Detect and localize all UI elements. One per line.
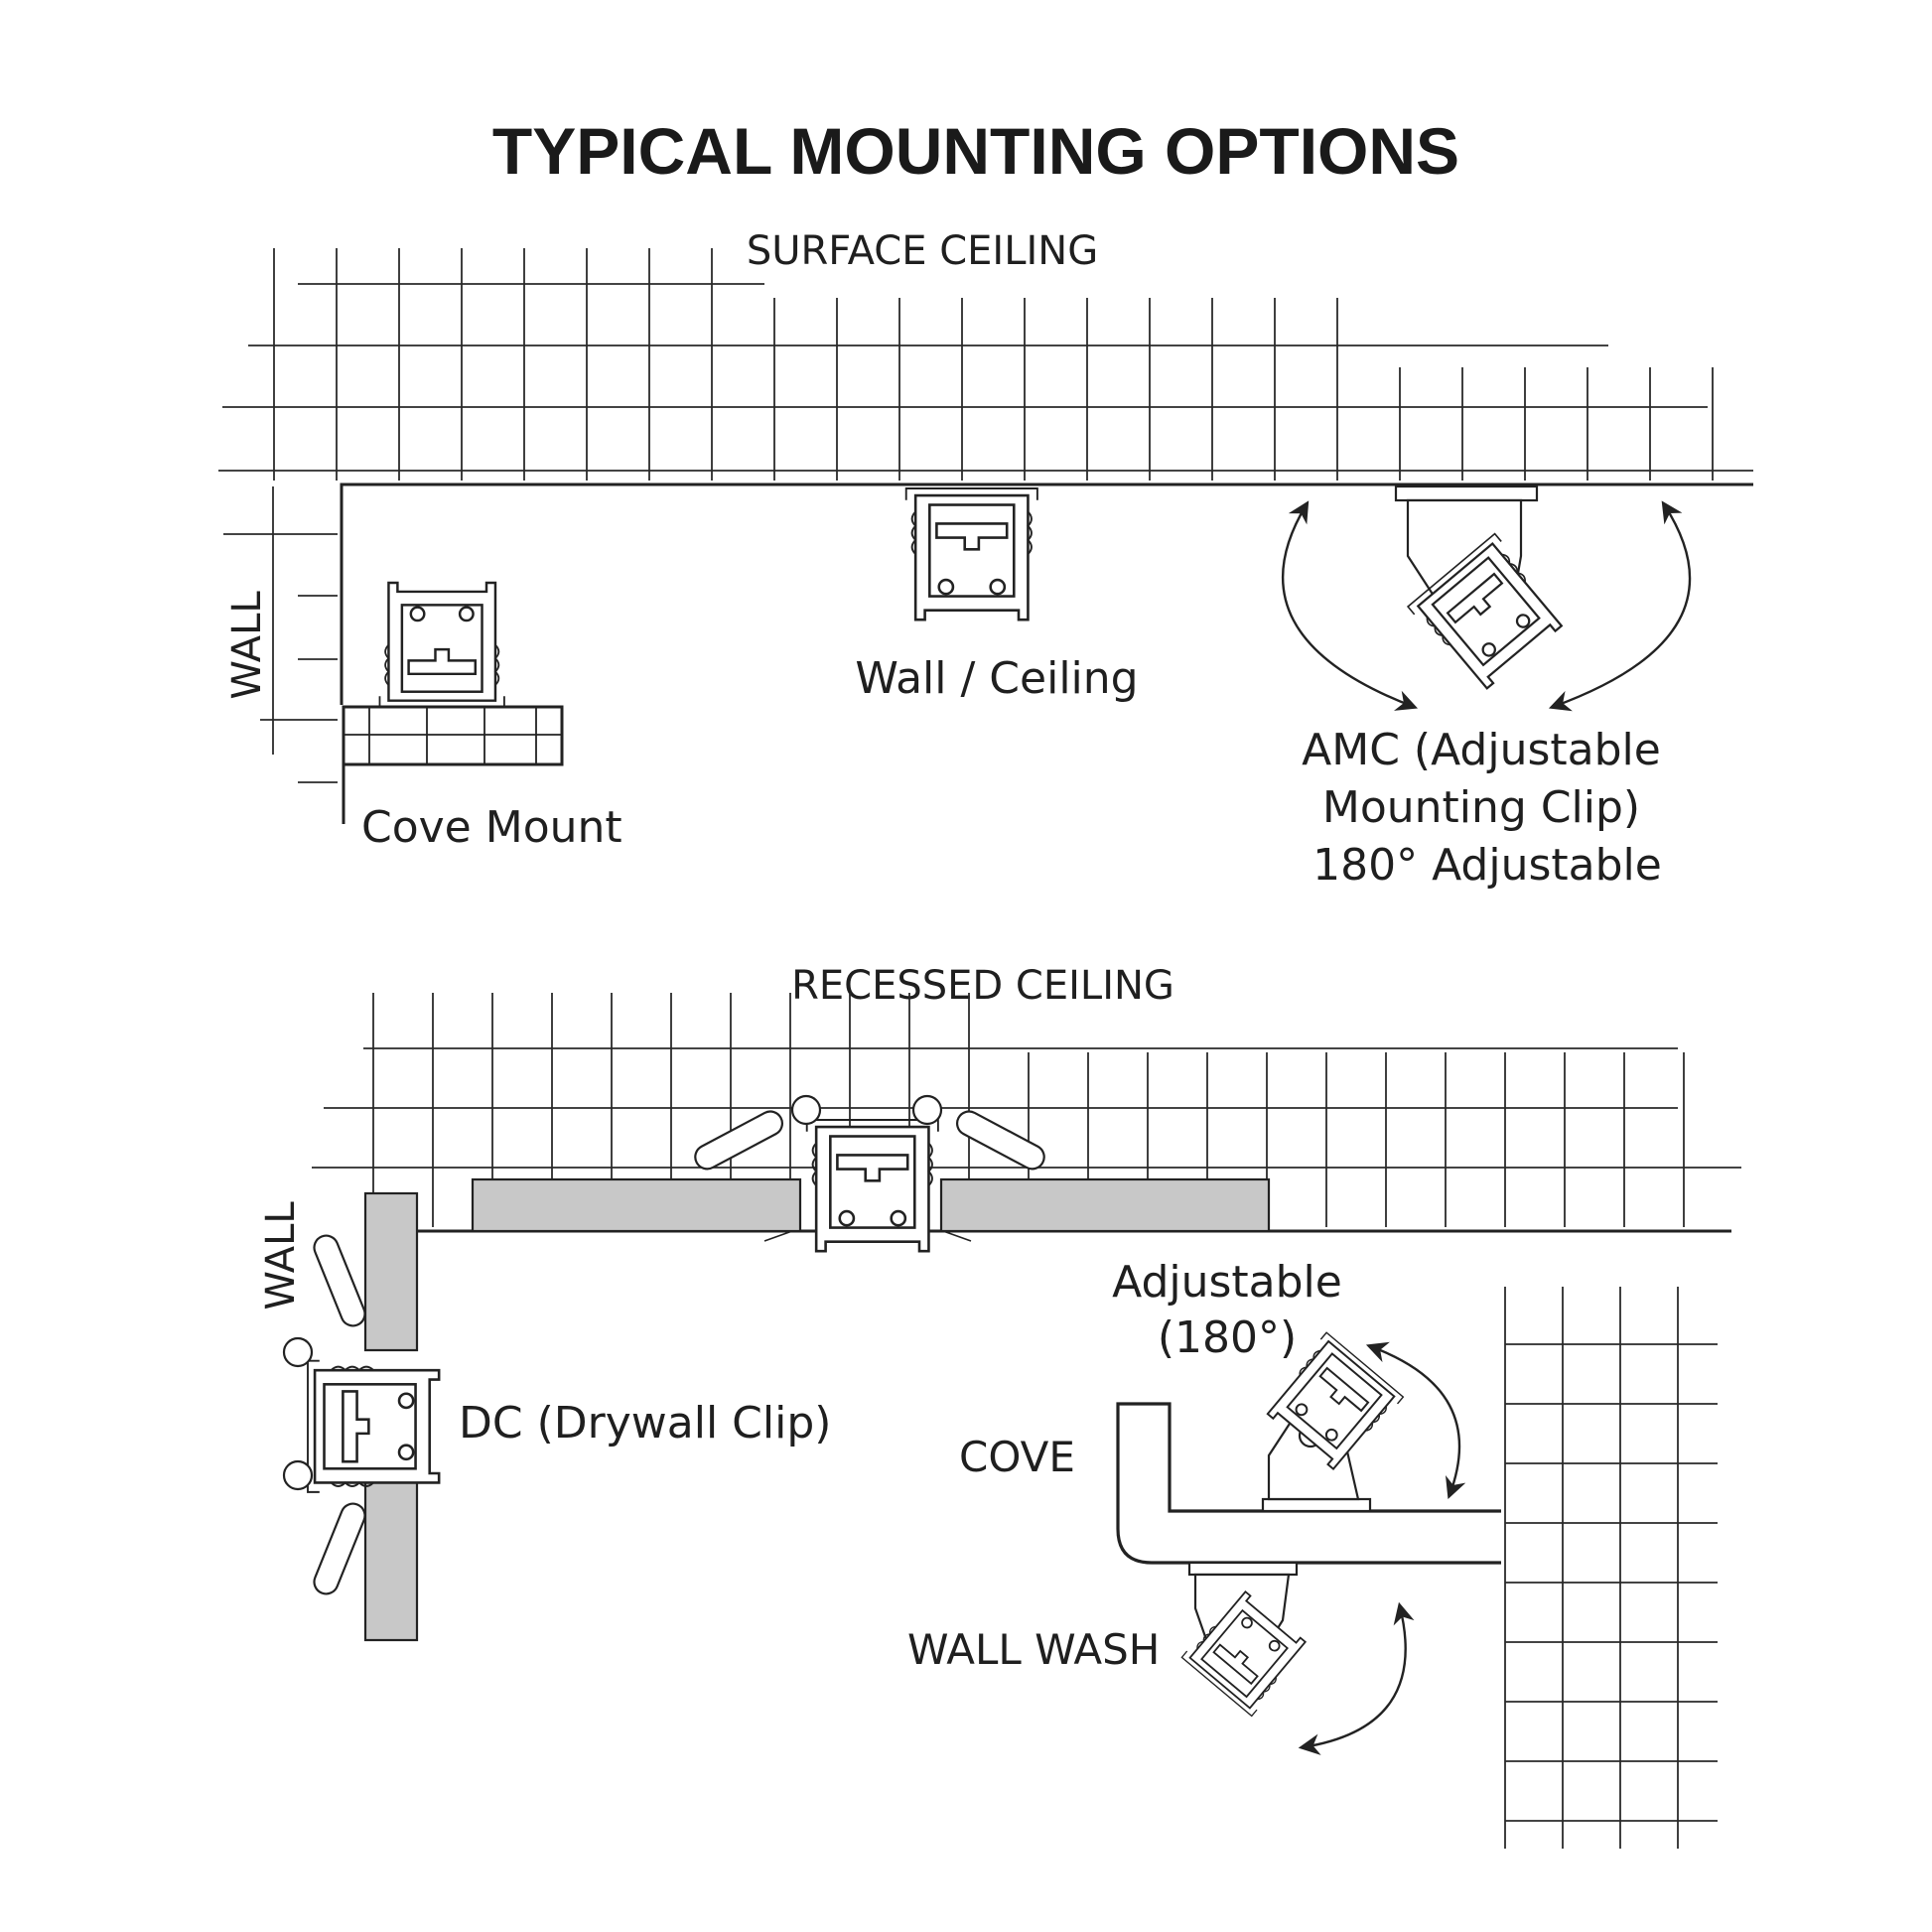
wall-wash-fixture (1180, 1561, 1311, 1718)
dc-fixture (282, 1234, 441, 1595)
wall-wash-rotation-arrow (1298, 1601, 1415, 1755)
amc-fixture (1394, 484, 1570, 695)
dc-label: DC (Drywall Clip) (459, 1398, 831, 1449)
cove-mount-label: Cove Mount (361, 802, 622, 853)
amc-label-line1: AMC (Adjustable (1302, 725, 1661, 775)
cove-ledge (342, 705, 564, 766)
cove-rotation-arrow (1365, 1341, 1466, 1500)
cove-mount-fixture (378, 581, 506, 709)
recessed-fixture (694, 1094, 1045, 1253)
adjustable-label-line2: (180°) (1158, 1312, 1297, 1363)
wall-drywall-lower (363, 1475, 419, 1642)
recessed-ceiling-heading: RECESSED CEILING (791, 963, 1174, 1009)
surface-ceiling-heading: SURFACE CEILING (747, 228, 1098, 274)
cove-shelf (1116, 1402, 1501, 1565)
wall-drywall-upper (363, 1191, 419, 1352)
recessed-wall-label: WALL (258, 1201, 304, 1311)
amc-rotation-arrow-right (1548, 500, 1692, 712)
surface-ceiling-grid (218, 248, 1753, 481)
wall-wash-label: WALL WASH (907, 1625, 1160, 1674)
amc-label-line2: Mounting Clip) (1322, 782, 1640, 833)
adjustable-label-line1: Adjustable (1112, 1257, 1342, 1308)
amc-rotation-arrow-left (1282, 500, 1419, 711)
wall-ceiling-fixture (904, 486, 1039, 621)
cove-label: COVE (959, 1433, 1075, 1481)
drywall-panel-left (471, 1177, 802, 1233)
right-wall-grid (1504, 1287, 1718, 1849)
drywall-panel-right (939, 1177, 1271, 1233)
surface-wall-grid (223, 486, 338, 783)
surface-ceiling-section: SURFACE CEILING WALL Cove Mount (218, 228, 1753, 891)
cove-adjustable-fixture (1261, 1331, 1405, 1513)
surface-wall-label: WALL (224, 591, 270, 700)
diagram-title: TYPICAL MOUNTING OPTIONS (492, 114, 1459, 188)
surface-ceiling-line (340, 483, 1753, 705)
amc-label-line3: 180° Adjustable (1312, 840, 1662, 891)
recessed-ceiling-section: RECESSED CEILING WALL (258, 963, 1741, 1849)
wall-ceiling-label: Wall / Ceiling (855, 653, 1138, 704)
